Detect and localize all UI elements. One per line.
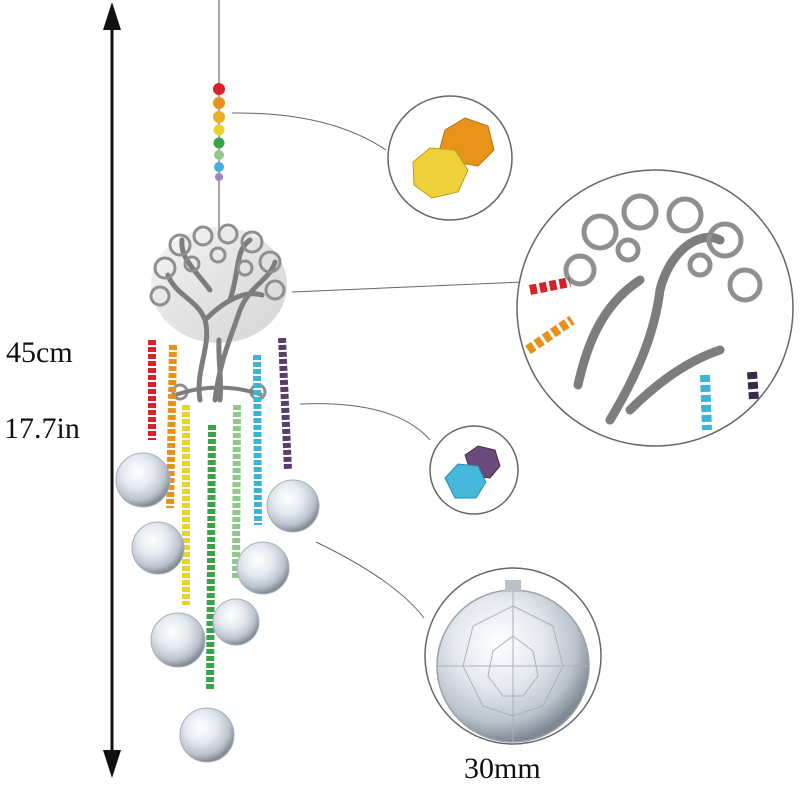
detail-callout-crystal-ball — [424, 567, 602, 745]
length-dimension-arrow — [103, 2, 121, 778]
crystal-balls — [115, 452, 320, 763]
bead-strands — [148, 337, 292, 691]
ball-size-label: 30mm — [464, 752, 541, 785]
detail-callout-mid-beads — [429, 425, 519, 515]
callout-lines — [231, 112, 523, 619]
detail-callout-top-beads — [387, 95, 513, 221]
detail-callout-tree — [516, 169, 794, 447]
length-cm-label: 45cm — [6, 336, 73, 369]
top-bead-strand — [213, 83, 225, 181]
length-in-label: 17.7in — [4, 412, 80, 445]
